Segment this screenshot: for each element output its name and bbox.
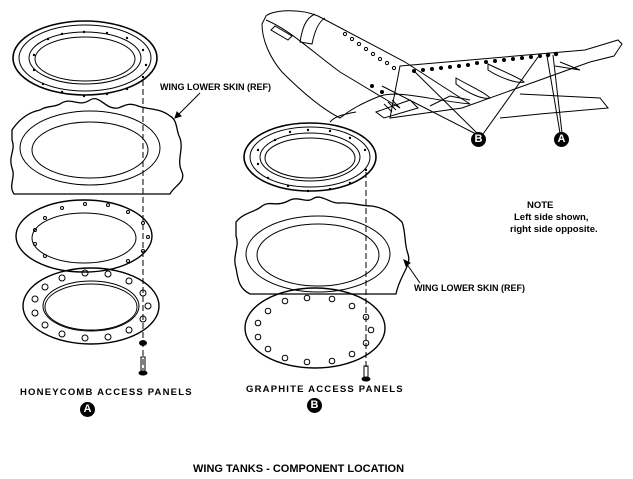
aircraft-illustration xyxy=(261,10,623,135)
honeycomb-access-panel xyxy=(22,267,160,345)
note-line-2: right side opposite. xyxy=(510,224,598,235)
callout-badge-a: A xyxy=(80,402,95,417)
honeycomb-washer xyxy=(139,340,147,346)
figure-title: WING TANKS - COMPONENT LOCATION xyxy=(193,463,405,475)
wing-lower-skin-label-right: WING LOWER SKIN (REF) xyxy=(414,283,525,293)
aircraft-callout-b: B xyxy=(471,132,486,147)
honeycomb-panels-title: HONEYCOMB ACCESS PANELS xyxy=(20,387,193,398)
note-heading: NOTE xyxy=(527,200,554,211)
wing-lower-skin-left xyxy=(10,98,184,195)
honeycomb-screw xyxy=(138,356,148,376)
graphite-panels-title: GRAPHITE ACCESS PANELS xyxy=(246,384,404,395)
graphite-clamp-ring xyxy=(243,122,377,193)
graphite-screw xyxy=(361,365,371,382)
wing-lower-skin-middle xyxy=(234,196,410,295)
honeycomb-clamp-ring xyxy=(12,20,158,98)
graphite-access-panel xyxy=(244,287,386,369)
doubler-holes xyxy=(33,202,150,263)
clamp-ring-fasteners xyxy=(32,30,148,98)
callout-badge-b: B xyxy=(307,398,322,413)
honeycomb-doubler-ring xyxy=(15,199,153,273)
cabin-windows xyxy=(342,31,397,71)
aircraft-callout-a: A xyxy=(554,132,569,147)
note-line-1: Left side shown, xyxy=(514,212,589,223)
wing-lower-skin-label-left: WING LOWER SKIN (REF) xyxy=(160,82,271,92)
graphite-panel-screw-holes xyxy=(254,294,375,366)
wing-access-panel-dots xyxy=(370,51,559,94)
